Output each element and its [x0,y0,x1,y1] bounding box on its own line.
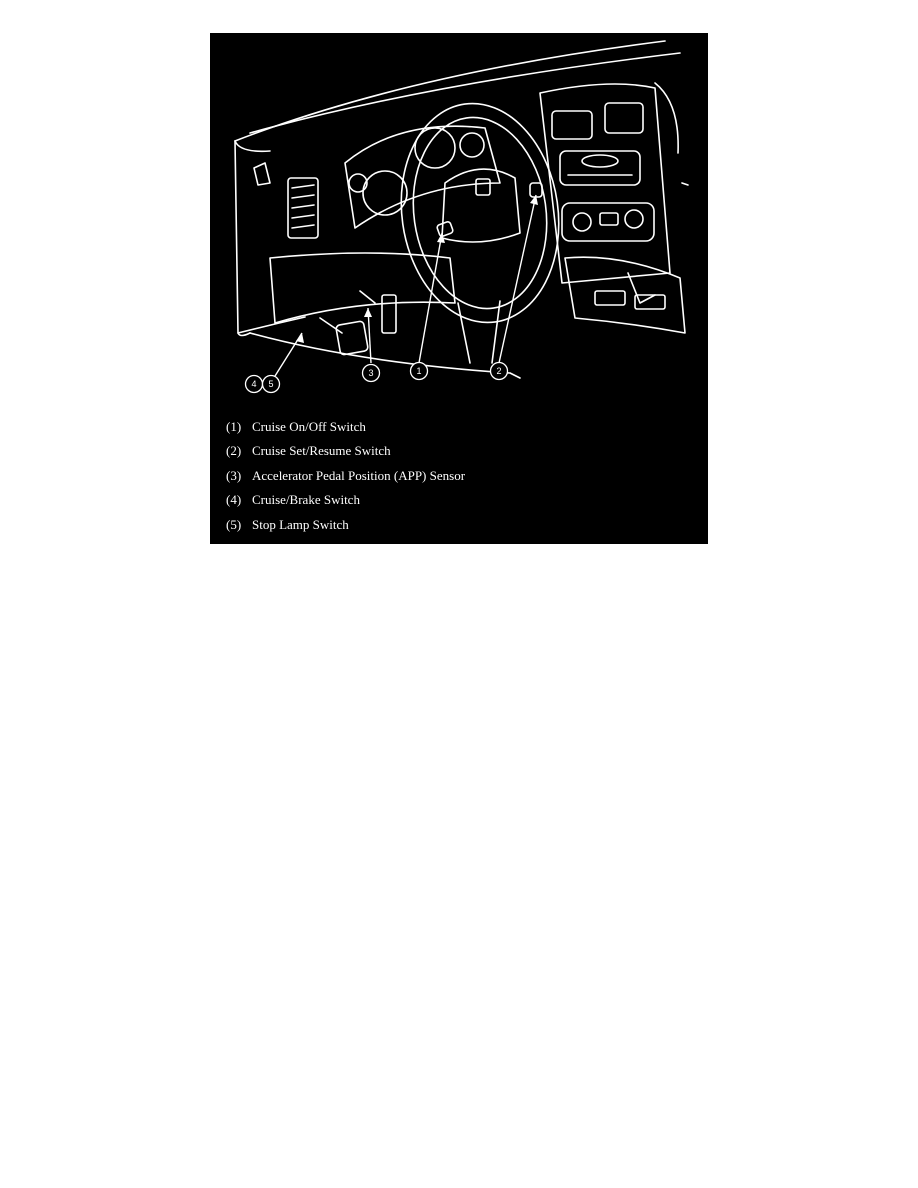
climate-panel [561,202,655,242]
legend-number: (1) [226,419,242,434]
legend-item: (3) Accelerator Pedal Position (APP) Sens… [226,464,465,488]
callout-3 [361,363,381,383]
side-vent [287,177,319,239]
switch-on-off [436,221,454,237]
leader-3 [367,307,372,364]
lower-edge [237,316,306,334]
callout-1-label: 1 [416,366,421,376]
dash-left-vent [253,162,271,186]
gauge-left [362,170,408,216]
gauge-right [459,132,485,158]
callout-3-label: 3 [368,368,373,378]
brake-pedal [335,320,369,356]
legend-item: (5) Stop Lamp Switch [226,513,465,537]
legend-number: (3) [226,467,242,483]
legend-number: (5) [226,516,242,532]
legend-item: (2) Cruise Set/Resume Switch [226,439,465,463]
legend-number: (4) [226,492,242,508]
dashboard-illustration: 4 5 3 1 2 [234,40,689,394]
legend-text: Stop Lamp Switch [252,516,349,532]
callout-4-label: 4 [251,379,256,389]
callout-1 [409,361,429,381]
radio [559,150,641,186]
center-vent-right [604,102,644,134]
switch-set-resume [529,182,543,198]
console [564,256,686,334]
legend: (1) Cruise On/Off Switch (2) Cruise Set/Re… [226,415,465,537]
steering-wheel [400,102,560,324]
legend-item: (1) Cruise On/Off Switch [226,415,465,439]
callout-2 [489,361,509,381]
center-vent-left [551,110,593,140]
knee-bolster [269,252,456,324]
leader-2 [498,194,537,364]
steering-column [457,300,501,364]
dash-left-side [234,140,251,337]
legend-text: Cruise On/Off Switch [252,419,366,434]
legend-text: Cruise/Brake Switch [252,492,360,508]
leader-1 [418,232,443,364]
legend-text: Accelerator Pedal Position (APP) Sensor [252,467,466,483]
shifter [627,272,656,304]
center-stack [539,83,671,284]
callout-5 [261,374,281,394]
callout-2-label: 2 [496,366,501,376]
legend-item: (4) Cruise/Brake Switch [226,488,465,512]
legend-text: Cruise Set/Resume Switch [252,443,391,459]
dashboard-figure: 4 5 3 1 2 (1) Cruise On/Off Switch (2) Cru… [210,33,708,544]
dash-top-line-2 [249,52,681,134]
callout-5-label: 5 [268,379,273,389]
dash-upper-edge [234,140,271,153]
steering-hub [441,168,521,243]
gauge-center [414,127,456,169]
logo-badge [475,178,491,196]
instrument-cluster [344,125,501,229]
legend-number: (2) [226,443,242,459]
accelerator-pedal [381,294,397,334]
